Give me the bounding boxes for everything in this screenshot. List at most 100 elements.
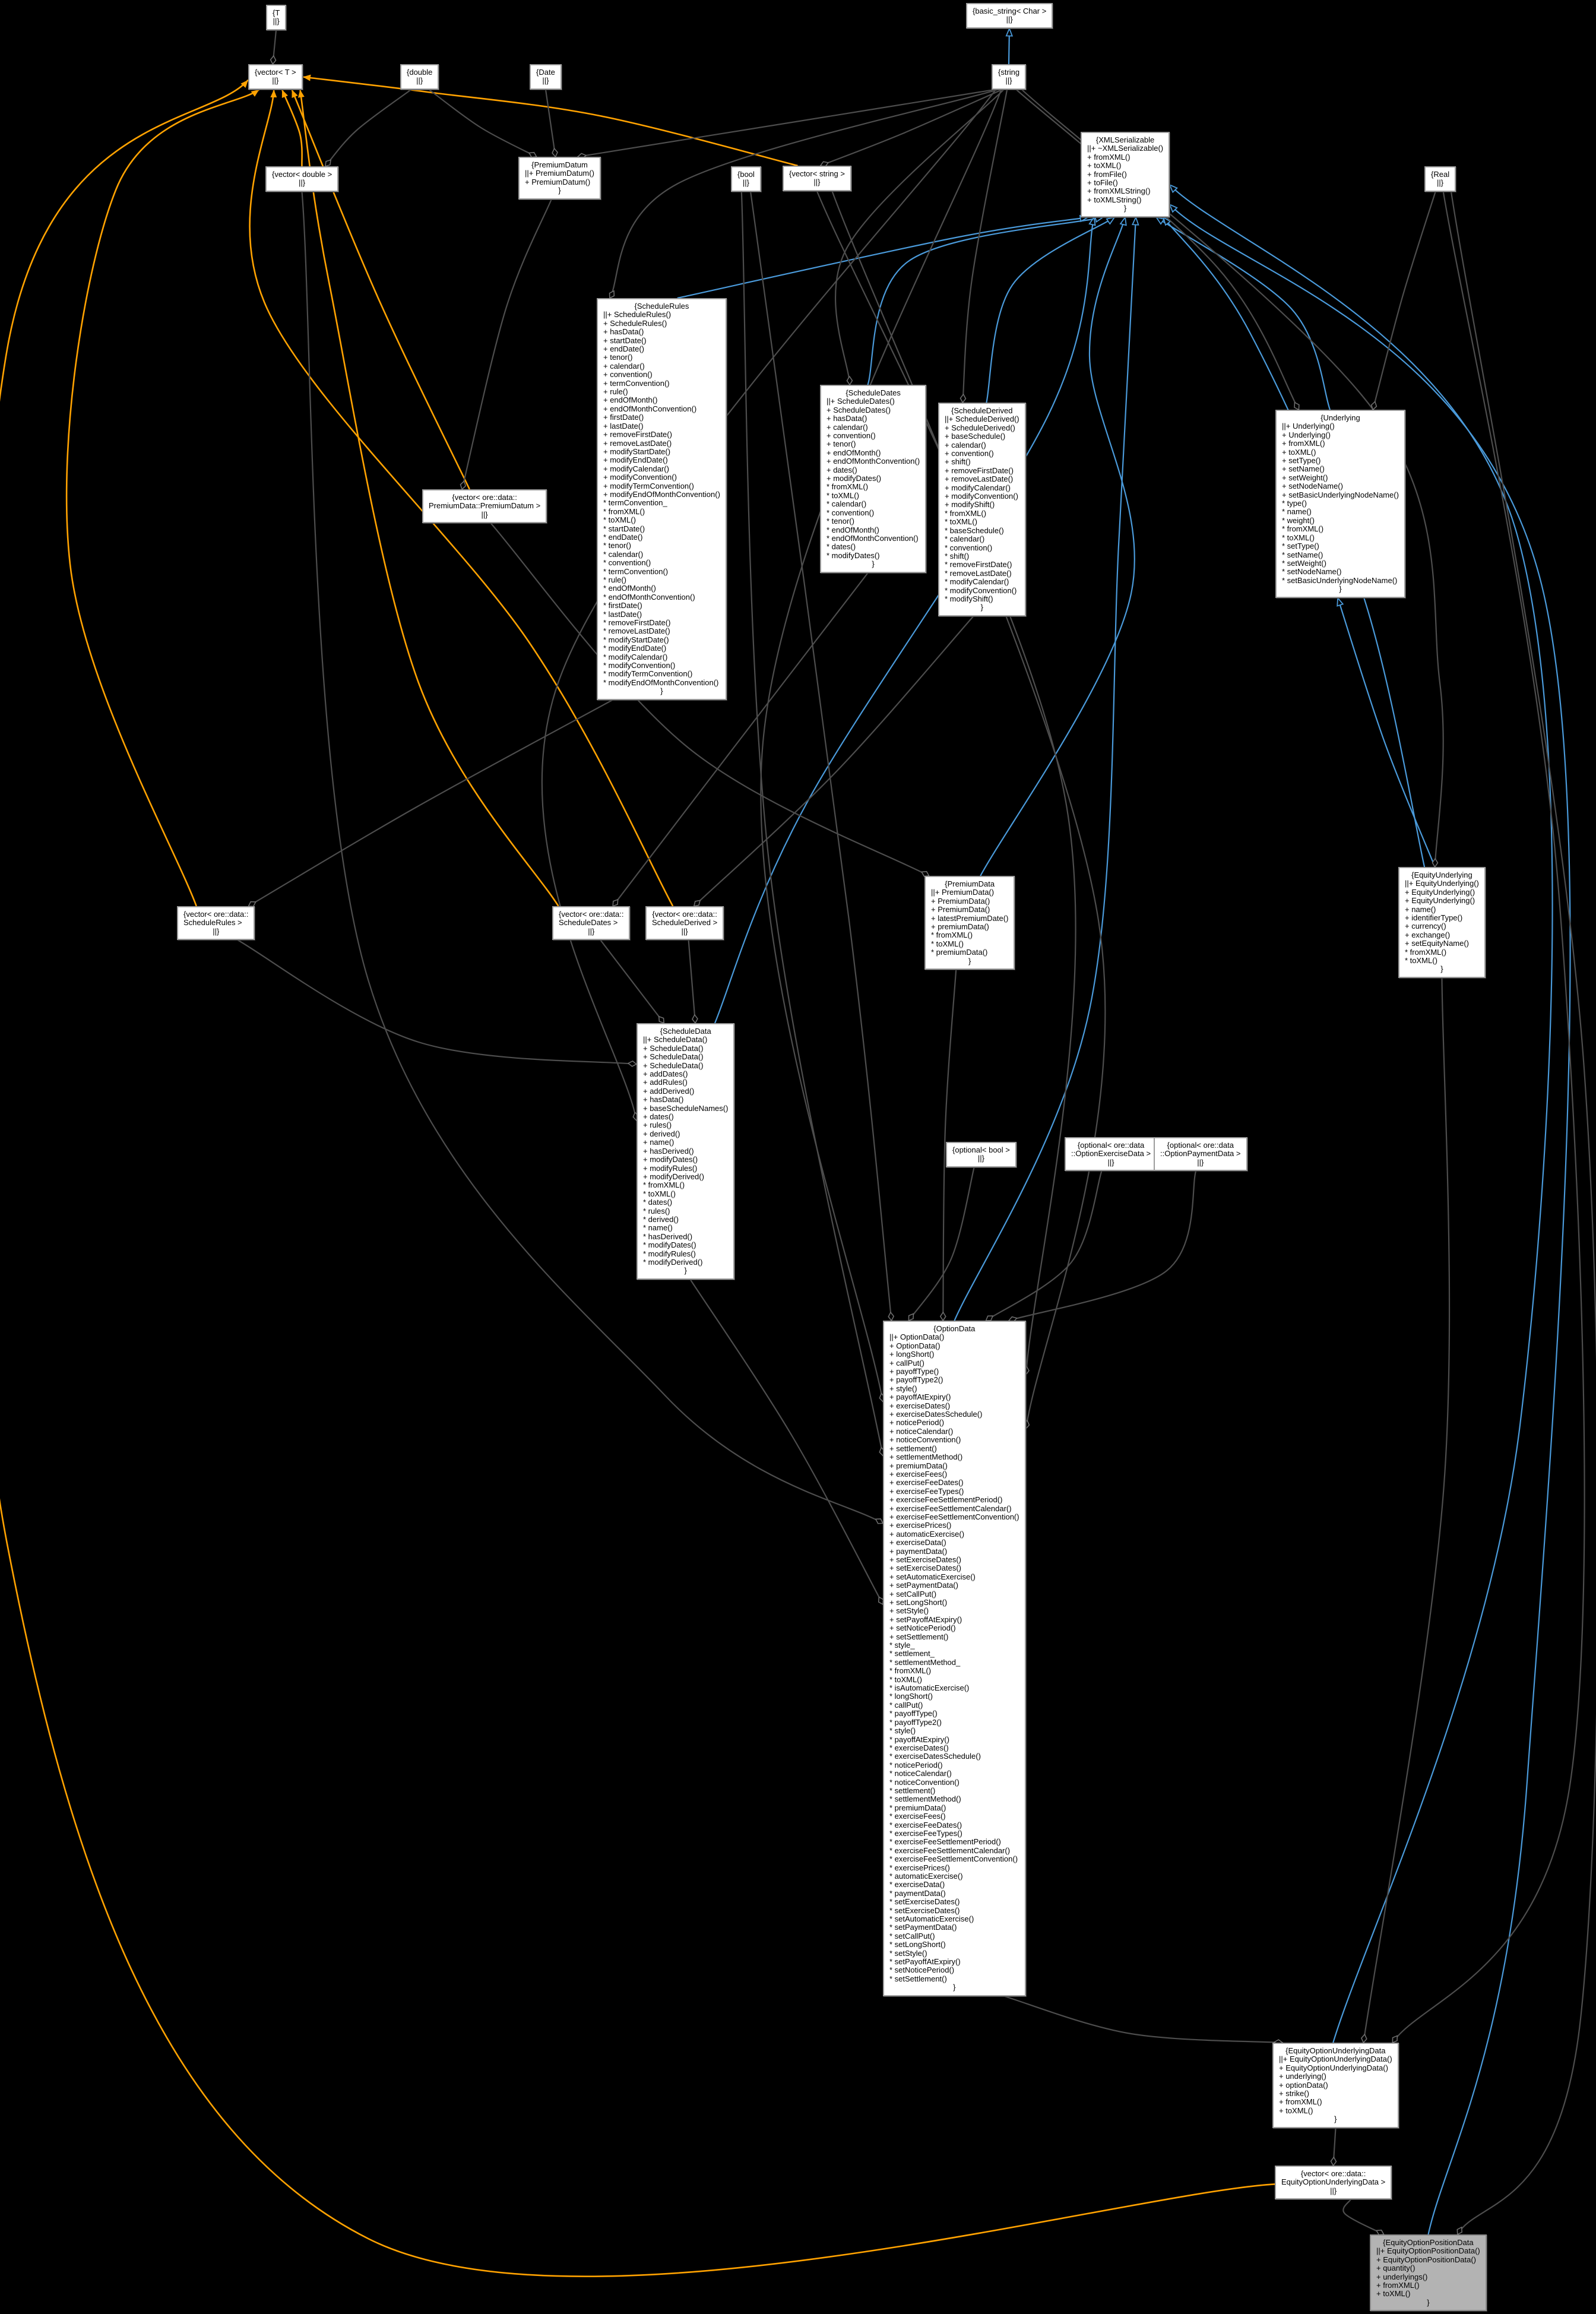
class-node-line: + dates() [826,465,857,474]
aggregation-edge-bool_box-to-option_data [750,191,891,1321]
class-node-underlying[interactable]: {Underlying||+ Underlying()+ Underlying(… [1275,410,1405,598]
class-node-line: + setSettlement() [889,1632,949,1641]
class-node-line: + exerciseFeeSettlementPeriod() [889,1495,1003,1505]
class-node-line: + identifierType() [1405,913,1463,923]
class-node-line: * calendar() [945,534,985,544]
class-node-vector_schedule_derived[interactable]: {vector< ore::data::ScheduleDerived >||} [645,906,724,941]
class-node-vector_eoud[interactable]: {vector< ore::data::EquityOptionUnderlyi… [1275,2166,1392,2200]
class-node-line: * modifyRules() [643,1249,696,1258]
class-node-line: } [1334,2114,1337,2124]
class-node-line: * setStyle() [889,1948,927,1958]
class-node-line: + payoffType2() [889,1375,943,1385]
class-node-vector_t[interactable]: {vector< T >||} [248,64,303,90]
class-node-vector_schedule_rules[interactable]: {vector< ore::data::ScheduleRules >||} [177,906,255,941]
class-node-line: * rules() [643,1206,670,1215]
class-node-line: * fromXML() [1405,947,1447,957]
class-node-line: {Real [1431,170,1450,179]
class-node-line: * exerciseFeeTypes() [889,1828,962,1838]
class-node-line: * calendar() [826,499,867,509]
class-node-optional_payment[interactable]: {optional< ore::data::OptionPaymentData … [1154,1137,1247,1172]
class-node-string_box[interactable]: {string||} [992,64,1027,90]
class-node-eoud[interactable]: {EquityOptionUnderlyingData||+ EquityOpt… [1272,2043,1399,2128]
class-node-line: ||+ OptionData() [889,1332,945,1342]
class-node-line: * exerciseFeeSettlementConvention() [889,1854,1018,1864]
class-node-real_box[interactable]: {Real||} [1424,166,1456,192]
class-node-premium_data[interactable]: {PremiumData||+ PremiumData()+ PremiumDa… [924,876,1015,970]
class-node-schedule_data[interactable]: {ScheduleData||+ ScheduleData()+ Schedul… [636,1023,735,1280]
class-node-option_data[interactable]: {OptionData||+ OptionData()+ OptionData(… [883,1321,1026,1996]
class-node-line: ||+ ~XMLSerializable() [1087,144,1164,153]
template-edge-vector_schedule_rules-to-vector_t [65,88,260,907]
aggregation-edge-vector_schedule_dates-to-schedule_data [600,939,664,1023]
class-node-line: ||} [213,926,220,936]
class-node-xml[interactable]: {XMLSerializable||+ ~XMLSerializable()+ … [1081,132,1170,217]
class-node-line: } [1440,964,1443,974]
class-node-vector_premium_datum[interactable]: {vector< ore::data::PremiumData::Premium… [422,489,547,524]
class-node-line: + endOfMonthConvention() [603,404,697,413]
class-node-line: * fromXML() [643,1180,685,1190]
class-node-line: + modifyConvention() [945,492,1018,501]
class-node-line: + toXML() [1376,2289,1411,2299]
class-node-line: + fromFile() [1087,169,1127,179]
class-node-schedule_rules[interactable]: {ScheduleRules||+ ScheduleRules()+ Sched… [597,298,727,700]
class-node-optional_exercise[interactable]: {optional< ore::data::OptionExerciseData… [1065,1137,1158,1172]
class-node-line: + PremiumDatum() [525,177,591,186]
class-node-eopd[interactable]: {EquityOptionPositionData||+ EquityOptio… [1370,2234,1487,2312]
class-node-line: + setLongShort() [889,1598,948,1607]
class-node-line: * modifyShift() [945,594,993,603]
class-node-schedule_derived[interactable]: {ScheduleDerived||+ ScheduleDerived()+ S… [938,403,1026,616]
class-node-t_box[interactable]: {T||} [266,5,287,30]
class-node-line: * premiumData() [889,1803,946,1812]
class-node-vector_double[interactable]: {vector< double >||} [265,166,339,192]
class-node-line: ||+ EquityUnderlying() [1405,879,1479,888]
aggregation-edge-string_box-to-schedule_derived [962,89,1008,403]
class-node-vector_string_box[interactable]: {vector< string >||} [783,166,851,191]
class-node-line: ||} [1330,2186,1337,2195]
aggregation-edge-vector_schedule_rules-to-schedule_data [237,939,636,1064]
class-node-line: + noticePeriod() [889,1418,945,1427]
class-node-line: * setBasicUnderlyingNodeName() [1282,575,1398,585]
aggregation-edge-bool_box-to-option_data [740,191,883,1456]
class-node-line: + calendar() [826,422,868,432]
inheritance-edge-equity_underlying-to-underlying [1338,598,1436,868]
aggregation-edge-string_box-to-schedule_rules [610,88,998,298]
aggregation-edge-vector_double-to-option_data [301,191,884,1523]
class-node-line: * modifyDates() [826,550,880,560]
class-node-optional_bool[interactable]: {optional< bool >||} [946,1142,1016,1167]
aggregation-edge-premium_data-to-option_data [943,969,957,1321]
class-node-basic_string[interactable]: {basic_string< Char >||} [966,3,1053,29]
class-node-premium_datum[interactable]: {PremiumDatum||+ PremiumDatum()+ Premium… [518,157,601,200]
class-node-line: ::OptionPaymentData > [1160,1149,1241,1158]
class-node-line: + hasData() [643,1095,684,1104]
class-node-line: * fromXML() [889,1666,932,1676]
class-node-line: * dates() [826,542,856,552]
class-node-line: {bool [737,170,755,179]
class-node-line: * exercisePrices() [889,1863,950,1872]
class-node-schedule_dates[interactable]: {ScheduleDates||+ ScheduleDates()+ Sched… [820,385,927,573]
aggregation-edge-schedule_derived-to-vector_schedule_derived [694,616,974,906]
class-node-double_box[interactable]: {double||} [400,64,439,90]
class-node-line: + setBasicUnderlyingNodeName() [1282,490,1399,499]
class-node-line: + setNoticePeriod() [889,1623,956,1633]
template-edge-vector_premium_datum-to-vector_t [291,89,470,490]
class-node-line: ||} [1107,1157,1114,1167]
class-node-line: * convention() [945,543,993,552]
class-node-line: * startDate() [603,524,645,533]
class-node-line: + style() [889,1384,917,1393]
class-node-line: * paymentData() [889,1888,946,1898]
inheritance-edge-eopd-to-xml [1170,204,1571,2235]
class-node-line: ||} [588,926,595,936]
class-node-line: {optional< bool > [952,1145,1010,1154]
class-node-line: * style_ [889,1641,915,1650]
class-node-date_box[interactable]: {Date||} [530,64,562,90]
class-node-line: + setNodeName() [1282,482,1343,491]
class-node-vector_schedule_dates[interactable]: {vector< ore::data::ScheduleDates >||} [552,906,631,941]
template-edge-vector_eoud-to-vector_t [0,79,1275,2277]
class-node-line: ||} [1197,1157,1204,1167]
class-node-line: + setExerciseDates() [889,1563,962,1573]
class-node-bool_box[interactable]: {bool||} [731,166,761,192]
class-node-line: {vector< double > [272,170,332,179]
class-node-equity_underlying[interactable]: {EquityUnderlying||+ EquityUnderlying()+… [1398,867,1486,978]
class-node-line: * longShort() [889,1692,933,1701]
class-node-line: * modifyCalendar() [603,652,668,661]
